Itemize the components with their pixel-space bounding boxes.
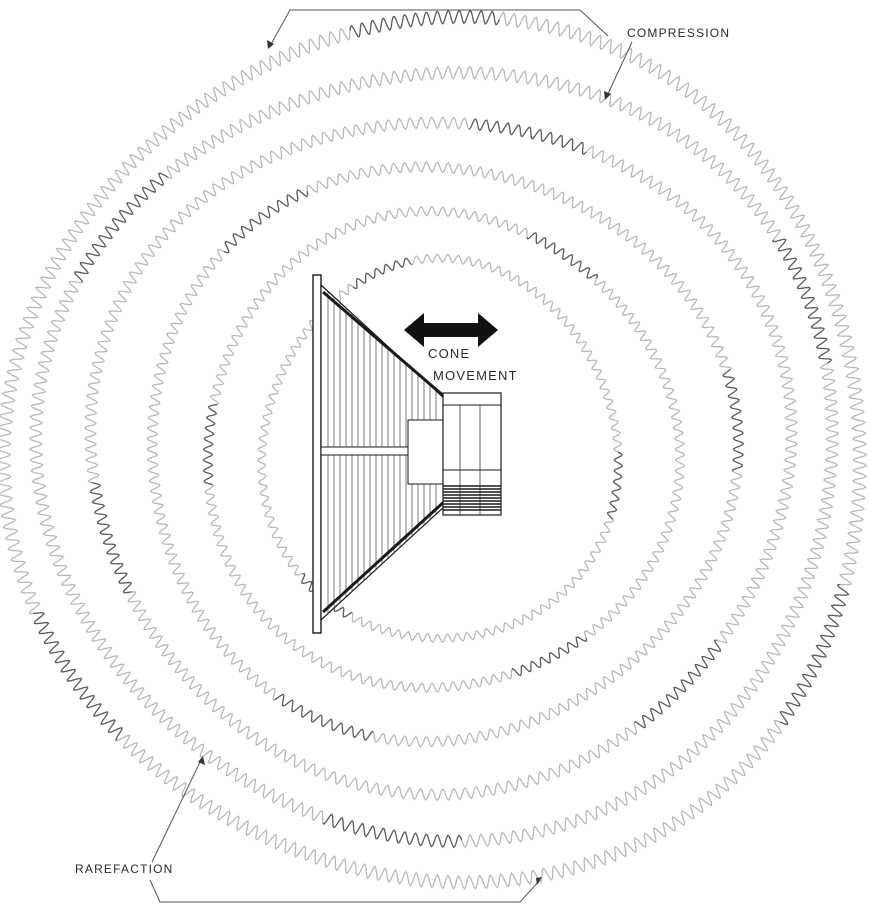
compression-segment bbox=[223, 189, 309, 254]
compression-segment bbox=[202, 403, 218, 486]
magnet-shading bbox=[443, 404, 501, 515]
wave-ring bbox=[0, 9, 868, 890]
speaker-flange bbox=[312, 274, 322, 634]
rarefaction-label: RAREFACTION bbox=[75, 862, 174, 876]
compression-bracket bbox=[269, 9, 609, 47]
compression-label: COMPRESSION bbox=[627, 26, 731, 40]
rarefaction-arrowhead-right bbox=[536, 877, 542, 885]
frame-strut-top bbox=[322, 290, 447, 400]
compression-segment bbox=[779, 583, 850, 726]
compression-segment bbox=[74, 172, 169, 283]
rarefaction-pointer bbox=[151, 759, 202, 863]
wave-ring bbox=[256, 253, 624, 644]
compression-segment bbox=[606, 451, 624, 520]
compression-segment bbox=[33, 612, 123, 741]
compression-pointer bbox=[606, 41, 633, 97]
loudspeaker-illustration bbox=[312, 274, 502, 634]
compression-segment bbox=[274, 693, 374, 741]
compression-segment bbox=[772, 238, 832, 364]
compression-segment bbox=[349, 9, 500, 38]
compression-arrowhead-left bbox=[267, 40, 274, 49]
voice-coil bbox=[407, 419, 447, 485]
wave-ring bbox=[83, 116, 799, 802]
compression-segment bbox=[722, 368, 744, 472]
cone-movement-arrow bbox=[404, 313, 498, 347]
compression-segment bbox=[322, 814, 463, 849]
rarefaction-bracket bbox=[149, 879, 541, 903]
sound-wave-rings bbox=[0, 9, 868, 890]
wave-ring bbox=[146, 161, 745, 748]
cone-label: CONE bbox=[428, 346, 471, 361]
wave-ring bbox=[28, 65, 840, 849]
compression-segment bbox=[469, 118, 587, 155]
compression-segment bbox=[511, 636, 588, 677]
frame-strut-bottom bbox=[321, 498, 448, 614]
magnet-assembly bbox=[442, 392, 502, 516]
compression-segment bbox=[634, 639, 722, 729]
movement-label: MOVEMENT bbox=[433, 368, 518, 383]
compression-segment bbox=[89, 482, 132, 594]
compression-segment bbox=[352, 257, 412, 290]
compression-segment bbox=[526, 232, 599, 279]
compression-arrowhead-right bbox=[604, 91, 611, 100]
rarefaction-arrowhead-left bbox=[198, 756, 205, 765]
